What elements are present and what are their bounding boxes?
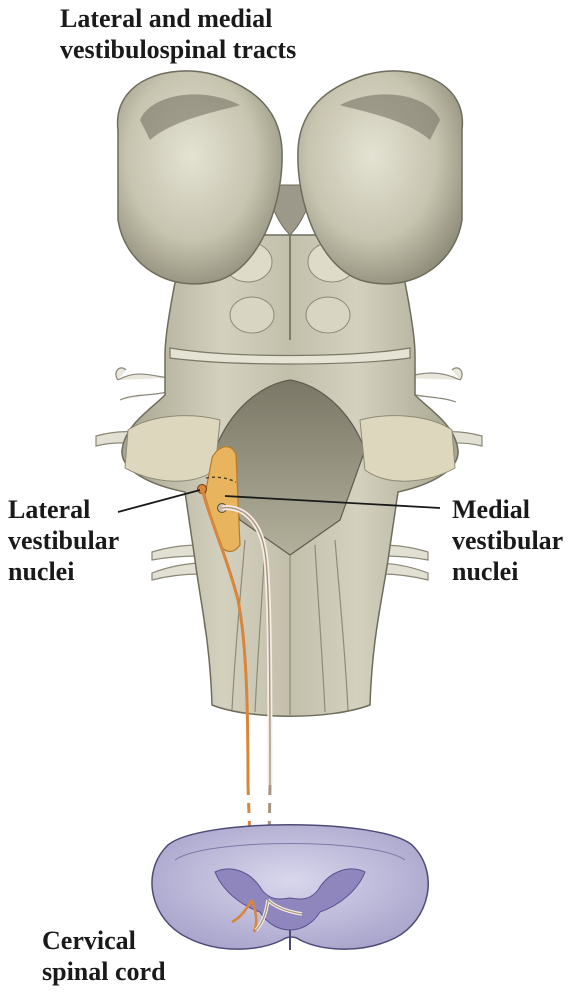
cervical-line-2: spinal cord xyxy=(42,957,166,986)
medial-line-1: Medial xyxy=(452,495,530,524)
label-lateral-vestibular-nuclei: Lateral vestibular nuclei xyxy=(8,494,119,587)
lateral-line-2: vestibular xyxy=(8,526,120,555)
lateral-line-1: Lateral xyxy=(8,495,91,524)
nucleus-boundary xyxy=(205,476,237,483)
lateral-leader-line xyxy=(117,489,201,513)
cerebellar-peduncle-right xyxy=(359,415,456,482)
thalamus-left xyxy=(116,70,283,285)
title-line-1: Lateral and medial xyxy=(60,4,273,33)
cervical-line-1: Cervical xyxy=(42,926,136,955)
cerebellar-peduncle-left xyxy=(124,415,221,482)
gray-matter xyxy=(214,868,366,931)
lateral-vestibulospinal-tract xyxy=(200,488,250,786)
medial-line-2: vestibular xyxy=(452,526,564,555)
diagram-title: Lateral and medial vestibulospinal tract… xyxy=(60,3,296,65)
pons-band xyxy=(169,347,411,365)
lateral-line-3: nuclei xyxy=(8,557,75,586)
title-line-2: vestibulospinal tracts xyxy=(60,35,297,64)
thalamus-right xyxy=(297,70,464,285)
spinal-cord-section xyxy=(151,824,429,950)
label-cervical-spinal-cord: Cervical spinal cord xyxy=(42,925,166,987)
label-medial-vestibular-nuclei: Medial vestibular nuclei xyxy=(452,494,563,587)
medial-leader-line xyxy=(224,495,441,509)
medial-line-3: nuclei xyxy=(452,557,519,586)
